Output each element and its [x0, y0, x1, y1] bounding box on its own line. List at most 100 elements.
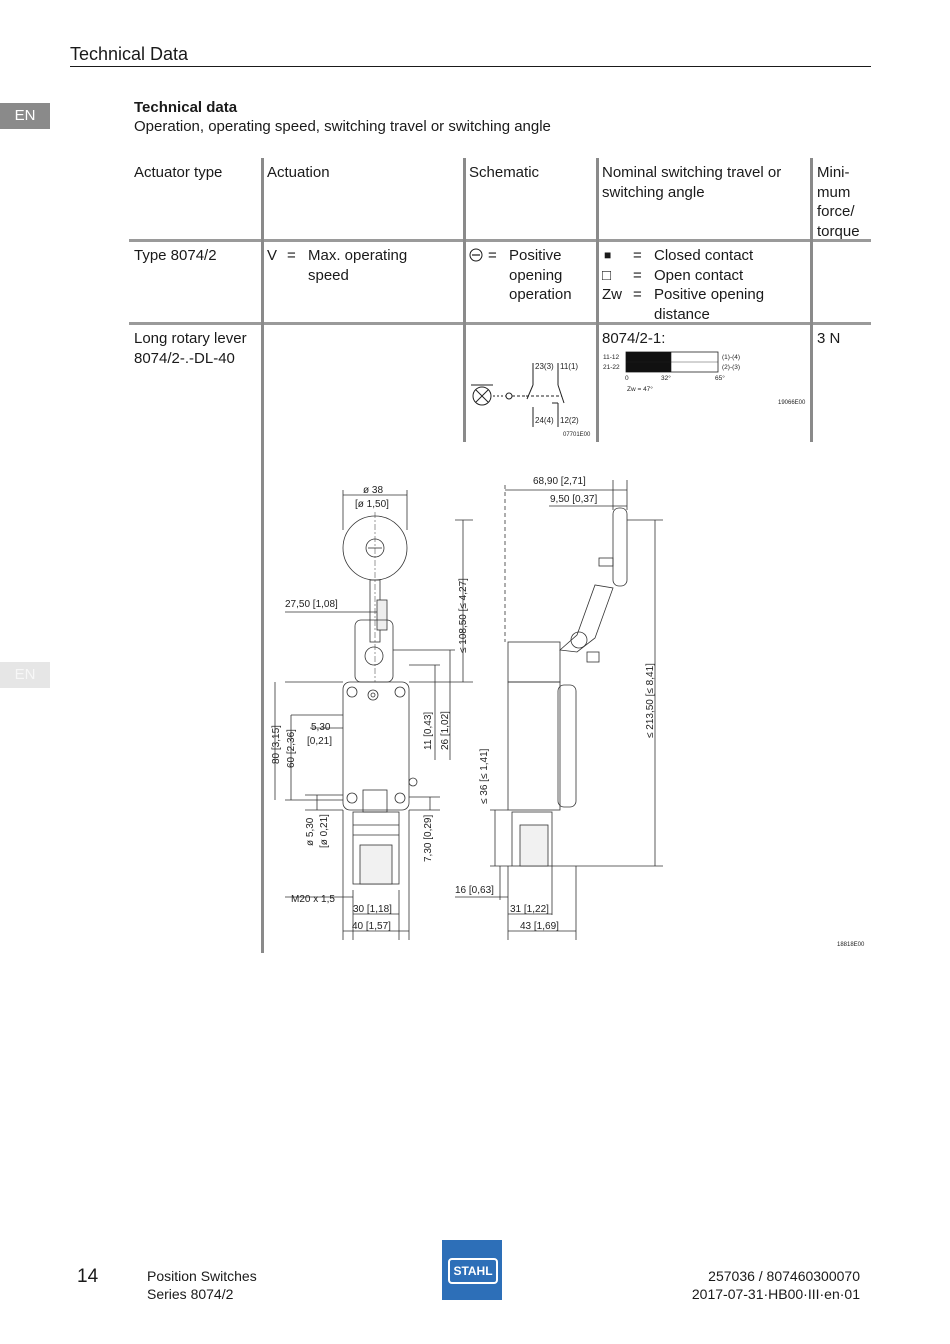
language-tab-ghost: EN	[0, 662, 50, 688]
dimension-label: 43 [1,69]	[520, 921, 559, 932]
dimension-label: 31 [1,22]	[510, 904, 549, 915]
contact-pair-label: (1)-(4)	[722, 354, 740, 361]
table-rule-legend	[129, 322, 871, 325]
dimension-label: ø 5,30	[305, 817, 316, 846]
dimension-label: ≤ 36 [≤ 1,41]	[479, 748, 490, 804]
product-min-force: 3 N	[817, 330, 841, 347]
header-nominal-line2: switching angle	[602, 183, 705, 201]
terminal-label: 24(4)	[535, 416, 554, 425]
nominal-legend: ■ = Closed contact □ = Open contact Zw =…	[602, 246, 807, 324]
header-actuation: Actuation	[267, 164, 330, 181]
drawing-code: 18818E00	[837, 942, 865, 948]
product-nominal-label: 8074/2-1:	[602, 330, 666, 347]
header-min-force: Mini- mum force/ torque	[817, 163, 860, 241]
dimension-label: ≤ 108,50 [≤ 4,27]	[458, 578, 469, 653]
terminal-label: 11(1)	[560, 362, 578, 371]
actuator-symbol-icon	[471, 384, 493, 406]
page-number: 14	[77, 1266, 99, 1287]
nominal-legend-row: Zw = Positive opening	[602, 285, 807, 305]
product-actuator: Long rotary lever 8074/2-.-DL-40	[134, 329, 247, 368]
nominal-text: distance	[654, 305, 710, 323]
nominal-legend-row: ■ = Closed contact	[602, 246, 807, 266]
tick-label: 65°	[715, 374, 725, 382]
dimension-drawing: ø 38 [ø 1,50] 27,50 [1,08] 5,30 [0,21] M…	[271, 476, 865, 948]
schematic-text-line1: Positive	[509, 247, 562, 264]
nominal-text: Closed contact	[654, 247, 754, 264]
footer-doc-line1: Position Switches	[147, 1268, 257, 1284]
stahl-logo-text: STAHL	[448, 1258, 498, 1284]
actuation-key: V	[267, 247, 278, 264]
contact-schematic: 23(3) 11(1) 24(4) 12(2) 07701E00	[471, 362, 591, 438]
nominal-eq: =	[633, 247, 642, 264]
dimension-label: ø 38	[363, 485, 383, 496]
open-contact-icon: □	[602, 266, 612, 284]
language-tab: EN	[0, 103, 50, 129]
drawing-code: 07701E00	[563, 432, 591, 438]
table-rule-header	[129, 239, 871, 242]
footer-ref-line1: 257036 / 807460300070	[708, 1268, 860, 1284]
dimension-label: 9,50 [0,37]	[550, 494, 597, 505]
footer-reference: 257036 / 807460300070 2017-07-31·HB00·II…	[640, 1267, 860, 1303]
nominal-legend-row: □ = Open contact	[602, 266, 807, 286]
table-column-rule-3	[596, 158, 599, 442]
product-actuator-line1: Long rotary lever	[134, 330, 247, 347]
closed-contact-icon: ■	[604, 248, 612, 262]
dimension-label: 7,30 [0,29]	[423, 815, 434, 862]
header-min-force-line4: torque	[817, 222, 860, 240]
dimension-label: 26 [1,02]	[440, 711, 451, 750]
header-actuator-type: Actuator type	[134, 164, 223, 181]
nominal-text: Open contact	[654, 266, 744, 284]
stahl-logo: STAHL	[442, 1240, 502, 1300]
switch-body	[342, 681, 410, 811]
roller-side	[612, 507, 628, 587]
positive-opening-icon	[469, 248, 483, 262]
schematic-text-line3: operation	[509, 286, 572, 303]
dimension-label: 16 [0,63]	[455, 885, 494, 896]
nominal-eq: =	[633, 286, 642, 303]
dimension-label: [ø 1,50]	[355, 499, 389, 510]
actuation-text-line1: Max. operating	[308, 247, 408, 264]
contact-pair-label: (2)-(3)	[722, 364, 740, 371]
dimension-label: [0,21]	[307, 736, 332, 747]
zw-label: Zw = 47°	[627, 385, 653, 393]
section-title: Technical data	[134, 99, 238, 116]
section-subtitle: Operation, operating speed, switching tr…	[134, 118, 551, 135]
dimension-label: 80 [3,15]	[271, 725, 282, 764]
tick-label: 0	[625, 375, 629, 382]
drawing-code: 19066E00	[778, 400, 806, 406]
header-min-force-line2: mum	[817, 183, 851, 201]
tick-label: 32°	[661, 374, 671, 382]
dimension-label: M20 x 1,5	[291, 894, 335, 905]
dimension-label: [ø 0,21]	[319, 814, 330, 848]
footer-doc-line2: Series 8074/2	[147, 1286, 234, 1302]
switch-body-side	[507, 681, 561, 811]
header-rule	[70, 66, 871, 67]
nominal-eq: =	[633, 266, 642, 284]
header-min-force-line1: Mini-	[817, 164, 850, 181]
header-nominal-travel: Nominal switching travel or switching an…	[602, 163, 781, 202]
footer-document: Position Switches Series 8074/2	[147, 1267, 257, 1303]
actuation-text-line2: speed	[308, 266, 349, 284]
dimension-label: 60 [2,36]	[286, 729, 297, 768]
contact-row-label: 11-12	[603, 354, 620, 361]
dimension-label: 27,50 [1,08]	[285, 599, 338, 610]
switching-angle-diagram: 11-12 21-22 (1)-(4) (2)-(3) 0 32° 65° Zw…	[603, 351, 806, 406]
type-label: Type 8074/2	[134, 247, 217, 264]
dimension-label: 11 [0,43]	[423, 712, 434, 750]
schematic-text-line2: opening	[509, 266, 563, 284]
nominal-text: Positive opening	[654, 286, 765, 303]
terminal-label: 12(2)	[560, 416, 579, 425]
page-header-title: Technical Data	[70, 44, 189, 64]
dimension-label: 5,30	[311, 722, 331, 733]
schematic-eq: =	[488, 247, 497, 264]
contact-row-label: 21-22	[603, 364, 620, 371]
header-nominal-line1: Nominal switching travel or	[602, 164, 782, 181]
header-min-force-line3: force/	[817, 203, 855, 220]
dimension-label: 40 [1,57]	[352, 921, 391, 932]
nominal-legend-row: distance	[602, 305, 807, 325]
table-column-rule-4	[810, 158, 813, 442]
dimension-label: 30 [1,18]	[353, 904, 392, 915]
dimension-label: ≤ 213,50 [≤ 8,41]	[645, 663, 656, 738]
table-column-rule-1	[261, 158, 264, 953]
nominal-symbol: Zw	[602, 286, 622, 303]
